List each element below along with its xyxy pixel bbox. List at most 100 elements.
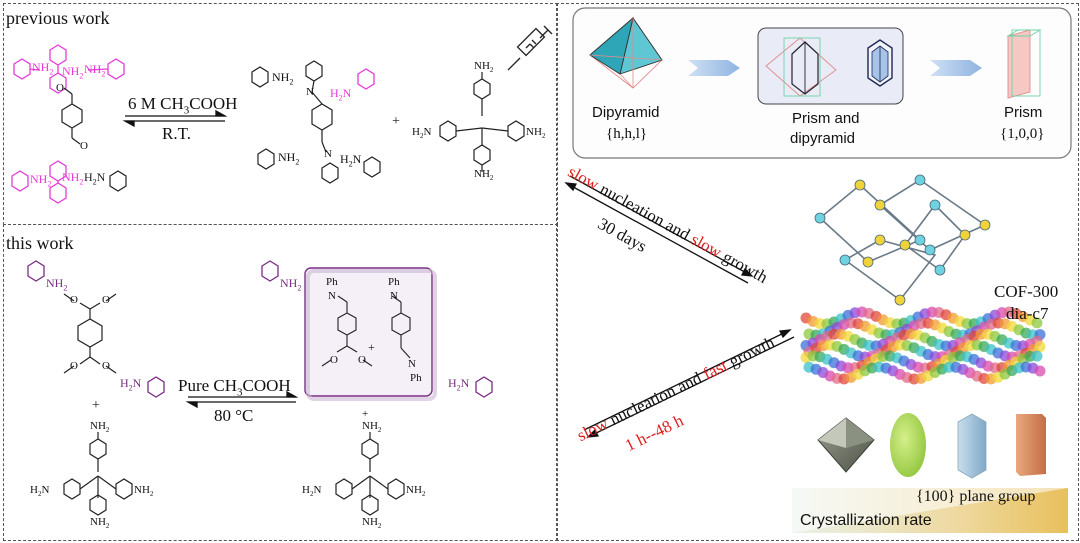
- interwoven-helices: [800, 306, 1046, 385]
- prev-product-nh2-d: H2N: [340, 152, 362, 169]
- ellipsoid-crystal: [890, 413, 926, 477]
- intermediate-o-2: O: [358, 354, 366, 366]
- prev-o-bottom: O: [80, 140, 88, 152]
- prev-nh2-f: H2N: [84, 170, 106, 187]
- cof-node: [839, 254, 851, 266]
- cof-node: [934, 264, 946, 276]
- prev-o-top: O: [56, 82, 64, 94]
- this-condition: 80 °C: [214, 406, 254, 425]
- cof-node: [874, 199, 886, 211]
- transition-arrow-2: [930, 60, 982, 76]
- elongated-hex-crystal: [957, 413, 987, 479]
- this-nh2-b: NH2: [280, 276, 302, 293]
- intermediate-box: [304, 267, 433, 397]
- prism-dipyramid-crystal-icon: [765, 37, 837, 97]
- cof-name: COF-300: [994, 282, 1059, 301]
- cof-nodes: [814, 174, 991, 306]
- dipyramid2-label: dipyramid: [790, 130, 856, 147]
- prev-product-nh2-b: H2N: [330, 86, 352, 103]
- cof-node: [959, 229, 971, 241]
- prev-tam-nh2-top: NH2: [474, 60, 494, 75]
- intermediate-ph-3: Ph: [410, 372, 422, 384]
- fast-growth-arrow: [583, 329, 795, 438]
- cof-node: [862, 256, 874, 268]
- prism-label: Prism: [1004, 104, 1043, 121]
- prev-product-nh2-a: NH2: [272, 70, 294, 87]
- prev-nh2-d: NH2: [30, 172, 52, 189]
- this-nh2-d: H2N: [448, 376, 470, 393]
- helix-bead: [1031, 350, 1043, 362]
- prev-tam-nh2-left: H2N: [412, 126, 432, 141]
- intermediate-plus: +: [368, 340, 375, 354]
- cof-node: [814, 212, 826, 224]
- this-plus-left: +: [92, 398, 100, 413]
- this-tam-l-top: NH2: [90, 420, 110, 435]
- dipyramid-label: Dipyramid: [592, 104, 660, 121]
- equilibrium-arrow-prev: [122, 109, 228, 128]
- cof-node: [924, 244, 936, 256]
- intermediate-ph-1: Ph: [326, 276, 338, 288]
- prev-tam-nh2-right: NH2: [526, 126, 546, 141]
- prev-n-top: N: [306, 86, 314, 98]
- intermediate-n-2: N: [390, 290, 398, 302]
- prev-n-bottom: N: [324, 148, 332, 160]
- dipyramid-crystal-icon: [589, 16, 663, 89]
- tetra-amine-this-right: [335, 432, 405, 516]
- cof-node: [874, 234, 886, 246]
- this-nh2-a: NH2: [46, 276, 68, 293]
- prism-rod-crystal: [1016, 414, 1046, 476]
- aniline-ring-this-1: [27, 260, 493, 398]
- prev-nh2-b: NH2: [62, 64, 84, 81]
- intermediate-n-3: N: [408, 358, 416, 370]
- hex-prism-icon: [867, 39, 893, 87]
- acetal-o-1: O: [70, 294, 78, 306]
- acetal-o-4: O: [102, 360, 110, 372]
- prev-nh2-e: NH2: [62, 170, 84, 187]
- cof-node: [894, 294, 906, 306]
- acetal-o-2: O: [102, 294, 110, 306]
- intermediate-o-1: O: [330, 354, 338, 366]
- this-tam-l-bottom: NH2: [90, 516, 110, 531]
- acetal-o-3: O: [70, 360, 78, 372]
- cof-node: [979, 219, 991, 231]
- terephthalaldehyde: [61, 87, 83, 145]
- cof-node: [914, 174, 926, 186]
- aniline-ring-1: [13, 44, 125, 94]
- cof-node: [914, 234, 926, 246]
- prev-product-nh2-c: NH2: [278, 150, 300, 167]
- this-tam-r-top: NH2: [362, 420, 382, 435]
- cof-node: [929, 199, 941, 211]
- slow-growth-arrow: [564, 175, 754, 284]
- cof-topology: dia-c7: [1006, 304, 1049, 323]
- this-tam-l-right: NH2: [134, 484, 154, 499]
- this-tam-r-left: H2N: [302, 484, 322, 499]
- this-plus-right: +: [362, 408, 369, 420]
- intermediate-ph-2: Ph: [388, 276, 400, 288]
- previous-work-header: previous work: [6, 8, 110, 28]
- prism-index: {1,0,0}: [1000, 126, 1045, 142]
- prism-and-label: Prism and: [792, 110, 860, 127]
- transition-arrow-1: [688, 60, 740, 76]
- prev-tam-nh2-bottom: NH2: [474, 168, 494, 183]
- cof-node: [854, 179, 866, 191]
- helix-bead: [1034, 341, 1046, 353]
- this-tam-r-bottom: NH2: [362, 516, 382, 531]
- prev-nh2-c: NH2: [84, 62, 106, 79]
- equilibrium-arrow-this: [185, 390, 299, 409]
- this-work-panel: [3, 224, 558, 541]
- tetra-amine-this-left: [63, 432, 133, 516]
- acetal-monomer: [63, 293, 117, 374]
- cof-node: [899, 239, 911, 251]
- octahedron-crystal: [817, 417, 875, 473]
- this-tam-l-left: H2N: [30, 484, 50, 499]
- prev-reagent: 6 M CH3COOH: [128, 94, 238, 117]
- syringe-icon: [507, 25, 553, 71]
- helix-bead: [1034, 365, 1046, 377]
- intermediate-n-1: N: [328, 290, 336, 302]
- crystallization-rate-label: Crystallization rate: [800, 512, 932, 529]
- prev-nh2-a: NH2: [32, 60, 54, 77]
- right-panel: [556, 3, 1079, 541]
- tetra-amine-prev: [439, 72, 525, 172]
